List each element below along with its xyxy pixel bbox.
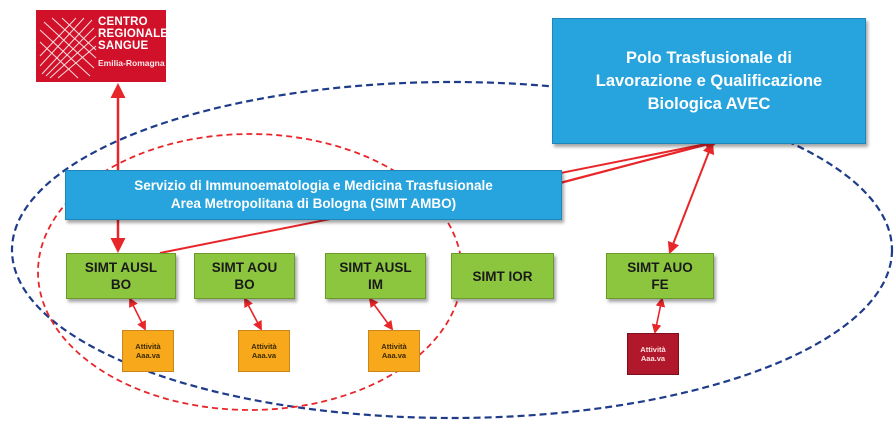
activity-box-ausl-im: Attività Aaa.va bbox=[368, 330, 420, 372]
polo-title: Polo Trasfusionale di Lavorazione e Qual… bbox=[595, 48, 823, 113]
polo-trasfusionale-box: Polo Trasfusionale di Lavorazione e Qual… bbox=[552, 18, 866, 144]
arrow-simt-ambo-polo bbox=[559, 138, 719, 185]
logo-region: Emilia-Romagna bbox=[98, 58, 165, 68]
crs-logo: CENTRO REGIONALE SANGUE Emilia-Romagna bbox=[36, 10, 166, 82]
arrow-unit5-activity bbox=[651, 297, 666, 334]
logo-wordmark: CENTRO REGIONALE SANGUE bbox=[98, 16, 166, 52]
unit-simt-auo-fe: SIMT AUO FE bbox=[606, 253, 714, 299]
activity-label: Attività Aaa.va bbox=[135, 342, 161, 360]
activity-label: Attività Aaa.va bbox=[251, 342, 277, 360]
simt-ambo-title: Servizio di Immunoematologia e Medicina … bbox=[134, 178, 493, 211]
activity-box-auo-fe: Attività Aaa.va bbox=[627, 333, 679, 375]
activity-box-aou-bo: Attività Aaa.va bbox=[238, 330, 290, 372]
unit-simt-ior: SIMT IOR bbox=[451, 253, 554, 299]
unit-label: SIMT IOR bbox=[472, 268, 533, 284]
unit-simt-aou-bo: SIMT AOU BO bbox=[194, 253, 295, 299]
arrow-polo-simt-auo-fe bbox=[667, 141, 715, 255]
logo-line-3: SANGUE bbox=[98, 40, 149, 52]
arrow-unit1-activity bbox=[129, 297, 146, 331]
logo-line-1: CENTRO bbox=[98, 16, 148, 28]
activity-box-ausl-bo: Attività Aaa.va bbox=[122, 330, 174, 372]
unit-label: SIMT AOU BO bbox=[211, 260, 278, 292]
unit-simt-ausl-bo: SIMT AUSL BO bbox=[66, 253, 176, 299]
unit-label: SIMT AUSL IM bbox=[339, 260, 412, 292]
unit-label: SIMT AUSL BO bbox=[84, 260, 158, 292]
activity-label: Attività Aaa.va bbox=[381, 342, 407, 360]
activity-label: Attività Aaa.va bbox=[640, 345, 666, 363]
logo-line-2: REGIONALE bbox=[98, 28, 166, 40]
unit-label: SIMT AUO FE bbox=[627, 260, 693, 292]
simt-ambo-box: Servizio di Immunoematologia e Medicina … bbox=[65, 170, 562, 220]
logo-hatch-graphic bbox=[39, 17, 97, 79]
outer-dashed-ellipse bbox=[10, 80, 894, 420]
arrow-unit2-activity bbox=[244, 297, 262, 331]
arrow-unit3-activity bbox=[368, 297, 394, 331]
unit-simt-ausl-im: SIMT AUSL IM bbox=[325, 253, 426, 299]
